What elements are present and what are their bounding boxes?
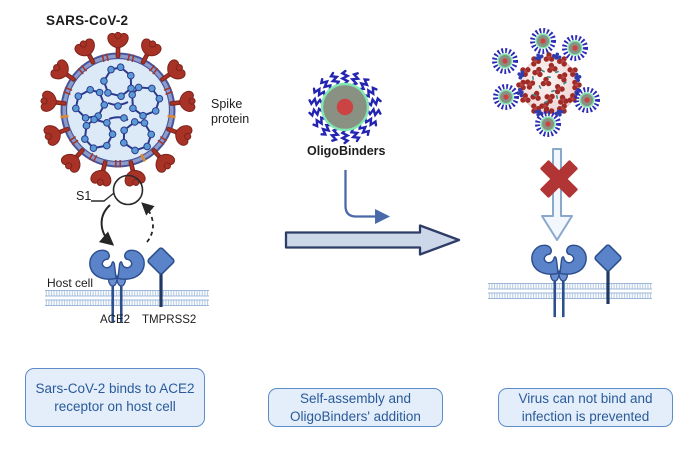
s1-magnifier-icon [91,174,144,206]
release-dashed-arrow-icon [141,202,155,243]
oligobinder-addition-arrow-icon [344,170,390,224]
virus-title-label: SARS-CoV-2 [46,13,129,28]
caption-step2-text: Self-assembly and OligoBinders' addition [290,390,421,424]
oligobinders-label: OligoBinders [307,144,386,158]
host-cell-label: Host cell [47,276,94,290]
caption-step3-text: Virus can not bind and infection is prev… [518,390,653,424]
ace2-receptor-icon-right [530,244,588,319]
host-cell-membrane-left [44,290,210,306]
caption-box-step3: Virus can not bind and infection is prev… [498,388,673,427]
caption-box-step1: Sars-CoV-2 binds to ACE2 receptor on hos… [25,368,205,427]
sars-cov-2-virion-icon [39,31,197,189]
blocked-x-icon [540,160,578,198]
ace2-label: ACE2 [100,314,131,326]
oligobinder-nanoparticle-icon [307,69,383,145]
host-cell-membrane-right [487,283,653,299]
rna-strands [64,59,169,161]
process-block-arrow-icon [284,224,461,256]
tmprss2-label: TMPRSS2 [142,314,197,326]
tmprss2-receptor-icon-left [145,245,177,309]
caption-step1-text: Sars-CoV-2 binds to ACE2 receptor on hos… [35,380,195,414]
coated-virus-icon [515,51,583,119]
spike-protein-label: Spike protein [211,97,250,127]
s1-label: S1 [76,189,92,203]
caption-box-step2: Self-assembly and OligoBinders' addition [268,388,443,427]
envelope-protein-ticks [60,52,176,169]
blocked-down-arrow-icon [541,148,573,241]
ace2-receptor-icon-left [88,249,146,324]
binding-arrow-icon [98,204,115,246]
